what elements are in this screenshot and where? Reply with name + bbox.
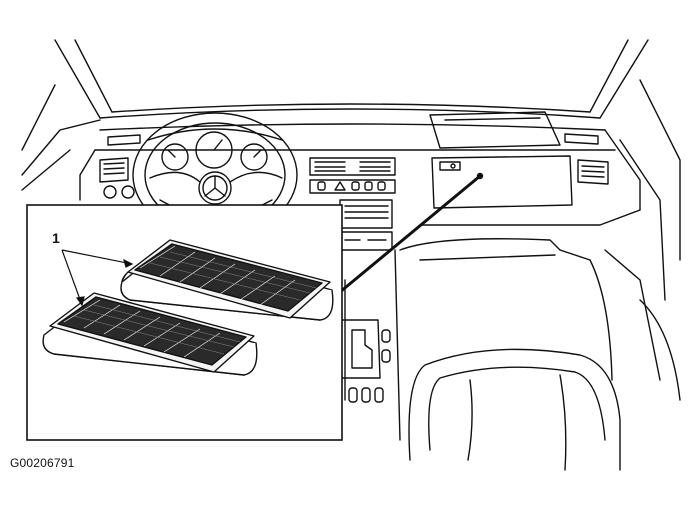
windshield-frame (54, 39, 649, 119)
cabin-filter-front (42, 292, 258, 376)
passenger-seat (408, 348, 621, 471)
callout-number: 1 (52, 230, 60, 246)
location-marker (476, 172, 484, 180)
instrument-cluster (147, 128, 283, 171)
cabin-filter-rear (120, 239, 334, 321)
left-door-panel (21, 84, 101, 191)
right-door-panel (589, 79, 681, 401)
figure-id: G00206791 (10, 456, 75, 470)
glove-box (431, 155, 573, 209)
dashboard (79, 111, 641, 226)
leader-line (338, 174, 482, 294)
callout-leaders (61, 249, 134, 307)
passenger-footwell (399, 238, 591, 261)
